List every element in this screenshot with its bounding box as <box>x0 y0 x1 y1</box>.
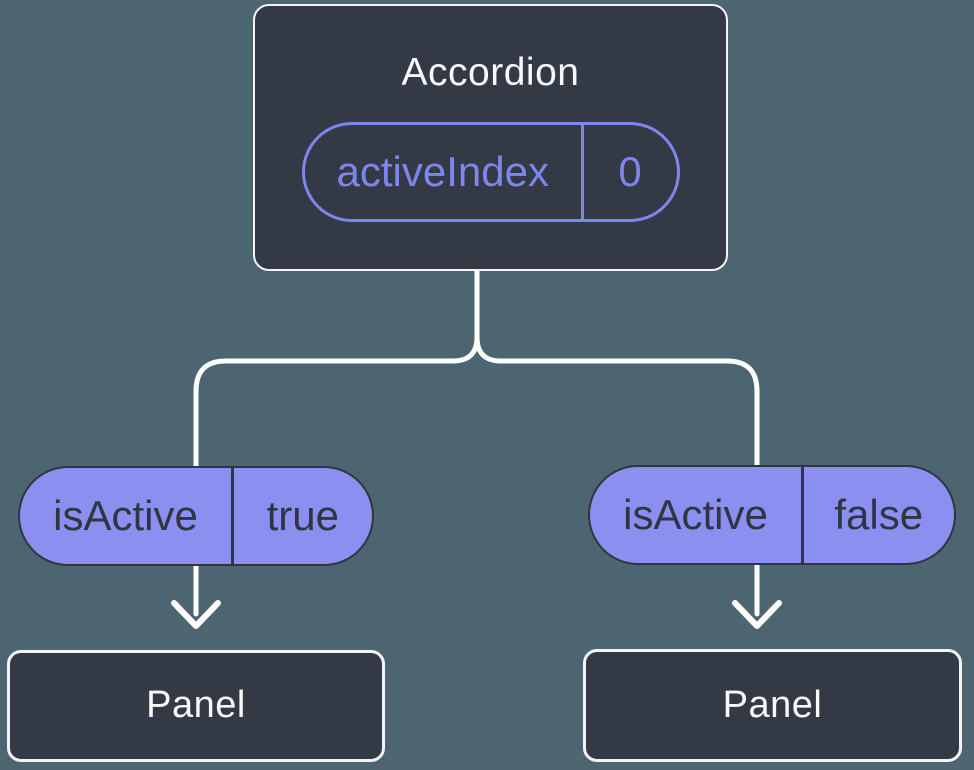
pill-divider <box>801 467 804 563</box>
arrowhead-down-left-icon <box>171 600 221 629</box>
is-active-pill-left: isActive true <box>18 466 374 566</box>
pill-divider <box>231 468 234 564</box>
prop-name-is-active-left: isActive <box>53 492 198 539</box>
panel-title-left: Panel <box>146 684 246 727</box>
pill-divider <box>581 124 584 219</box>
arrowhead-down-right-icon <box>732 600 782 629</box>
accordion-prop-pill: activeIndex 0 <box>301 121 680 222</box>
panel-node-right: Panel <box>583 649 962 762</box>
prop-name-is-active-right: isActive <box>623 491 768 538</box>
accordion-title: Accordion <box>401 51 580 94</box>
prop-value-is-active-left: true <box>266 492 339 539</box>
prop-value-is-active-right: false <box>834 491 924 538</box>
panel-title-right: Panel <box>722 683 823 726</box>
prop-name-active-index: activeIndex <box>336 147 549 195</box>
prop-value-active-index: 0 <box>618 147 642 195</box>
is-active-pill-right: isActive false <box>588 465 956 565</box>
panel-node-left: Panel <box>7 650 385 762</box>
accordion-node: Accordion activeIndex 0 <box>253 4 728 271</box>
